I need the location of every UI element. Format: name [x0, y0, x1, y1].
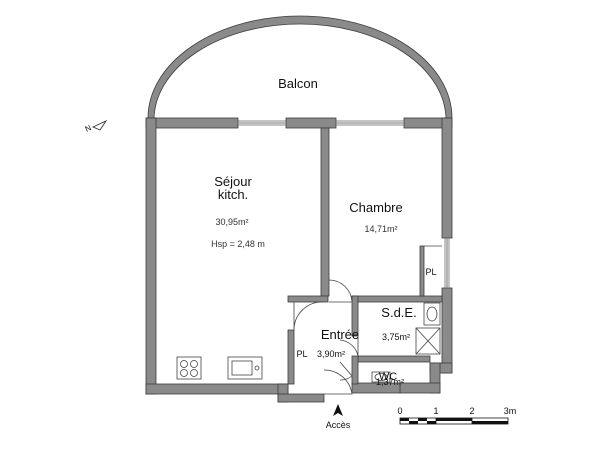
balcon-label: Balcon	[278, 76, 318, 91]
north-arrow-icon	[91, 119, 108, 131]
chambre-area: 14,71m²	[364, 224, 397, 234]
sde-area: 3,75m²	[382, 332, 410, 342]
chambre-label: Chambre	[349, 200, 402, 215]
sejour-label-line1: Séjour	[214, 174, 252, 189]
exterior-walls	[145, 117, 453, 403]
windows	[237, 120, 450, 289]
cooktop	[176, 356, 202, 380]
balcony-railing	[147, 15, 453, 121]
access-label: Accès	[326, 420, 351, 430]
wc-label: WC	[379, 371, 397, 383]
wc-area: 1,37m²	[376, 377, 404, 387]
scale-tick-1: 1	[433, 406, 438, 416]
pl-entree-label: PL	[296, 349, 307, 359]
entree-area: 3,90m²	[317, 349, 345, 359]
toilet	[371, 371, 391, 383]
sejour-height: Hsp = 2,48 m	[211, 239, 265, 249]
access-arrow-icon	[333, 404, 343, 416]
washbasin	[423, 302, 441, 326]
scale-tick-3: 3m	[504, 406, 517, 416]
pl-chambre-label: PL	[425, 267, 436, 277]
doors	[293, 279, 359, 395]
kitchen-fittings	[176, 356, 263, 380]
sejour-area: 30,95m²	[215, 217, 248, 227]
sde-label: S.d.E.	[381, 305, 416, 320]
north-label: N	[84, 123, 93, 134]
sejour-label-line2: kitch.	[218, 187, 248, 202]
scale-tick-2: 2	[469, 406, 474, 416]
scale-tick-0: 0	[397, 406, 402, 416]
bathroom-fittings	[371, 302, 441, 383]
scale-bar	[399, 417, 509, 425]
sink	[227, 356, 263, 380]
interior-walls	[287, 127, 443, 385]
entree-label: Entrée	[321, 327, 359, 342]
